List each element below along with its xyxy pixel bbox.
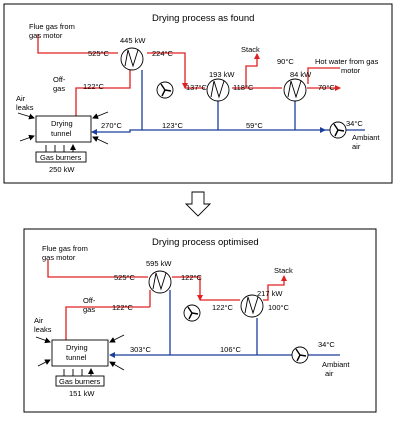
top-air-270-line	[91, 129, 142, 135]
bottom-t-122a: 122°C	[181, 273, 203, 282]
top-flue-inlet-line	[37, 34, 118, 54]
bottom-t-525: 525°C	[114, 273, 136, 282]
top-flue-label-2: gas motor	[29, 31, 63, 40]
top-burner-power: 250 kW	[49, 165, 75, 174]
bottom-offgas-line	[65, 306, 150, 340]
bottom-flue-label-2: gas motor	[42, 253, 76, 262]
top-tunnel-label-2: tunnel	[51, 129, 72, 138]
bottom-stack-label: Stack	[274, 266, 293, 275]
bottom-ambient-label-1: Ambiant	[322, 360, 350, 369]
top-hotwater-label-2: motor	[341, 66, 361, 75]
bottom-burners-label: Gas burners	[59, 377, 101, 386]
down-arrow-icon	[184, 191, 212, 217]
bottom-hx1-coil-icon	[152, 272, 167, 291]
panel-as-found: Drying process as found	[3, 3, 393, 184]
bottom-t-106: 106°C	[220, 345, 242, 354]
top-ambient-label-2: air	[352, 142, 361, 151]
top-t-270: 270°C	[101, 121, 123, 130]
bottom-title: Drying process optimised	[152, 237, 259, 248]
top-hx2-power: 193 kW	[209, 70, 235, 79]
bottom-burner-power: 151 kW	[69, 389, 95, 398]
bottom-fan-1-icon	[183, 304, 201, 322]
top-offgas-line	[75, 70, 131, 126]
top-t-34: 34°C	[346, 119, 363, 128]
top-hx3-power: 84 kW	[290, 70, 312, 79]
top-t-224: 224°C	[152, 49, 174, 58]
top-t-90: 90°C	[277, 57, 294, 66]
bottom-hx1-power: 595 kW	[146, 259, 172, 268]
top-hx2-coil-icon	[210, 80, 225, 99]
bottom-offgas-label-2: gas	[83, 305, 95, 314]
top-t-123: 123°C	[162, 121, 184, 130]
top-t-59: 59°C	[246, 121, 263, 130]
bottom-airleaks-label-2: leaks	[34, 325, 52, 334]
top-offgas-label-2: gas	[53, 84, 65, 93]
top-airleaks-label-1: Air	[16, 94, 26, 103]
bottom-flue-inlet-line	[47, 260, 148, 278]
top-burners-label: Gas burners	[40, 153, 82, 162]
bottom-offgas-label-1: Off-	[83, 296, 96, 305]
top-t-70: 70°C	[318, 83, 335, 92]
bottom-t-100: 100°C	[268, 303, 290, 312]
top-fan-2-icon	[329, 121, 347, 139]
top-hotwater-in-line	[307, 67, 340, 84]
bottom-flue-down-line	[172, 276, 203, 301]
bottom-airleaks-label-1: Air	[34, 316, 44, 325]
top-hx1-coil-icon	[124, 49, 139, 68]
top-hx1-power: 445 kW	[120, 36, 146, 45]
bottom-flue-label-1: Flue gas from	[42, 244, 88, 253]
bottom-hx2	[240, 294, 264, 318]
top-gas-burners	[35, 151, 87, 163]
bottom-hx2-coil-icon	[244, 296, 259, 315]
bottom-t-34: 34°C	[318, 340, 335, 349]
bottom-t-122c: 122°C	[212, 303, 234, 312]
bottom-hx1	[148, 270, 172, 294]
top-hotwater-label-1: Hot water from gas	[315, 57, 379, 66]
top-hx3	[283, 78, 307, 102]
top-hx3-coil-icon	[287, 80, 302, 99]
panel-optimised: Drying process optimised	[23, 228, 377, 413]
top-offgas-label-1: Off-	[53, 75, 66, 84]
bottom-t-122b: 122°C	[112, 303, 134, 312]
top-hx1	[120, 47, 144, 71]
top-stack-label: Stack	[241, 45, 260, 54]
top-flue-to-fan-line	[147, 52, 188, 89]
top-fan-1-icon	[156, 81, 174, 99]
bottom-stack-line	[263, 275, 287, 301]
top-t-137: 137°C	[186, 83, 208, 92]
top-ambient-label-1: Ambiant	[352, 133, 380, 142]
bottom-fan-2-icon	[291, 346, 309, 364]
top-t-118: 118°C	[233, 83, 254, 92]
top-title: Drying process as found	[152, 13, 254, 24]
top-stack-line	[245, 53, 260, 88]
top-tunnel-label-1: Drying	[51, 119, 73, 128]
bottom-hx2-power: 217 kW	[257, 289, 283, 298]
top-t-122: 122°C	[83, 82, 105, 91]
top-drying-tunnel	[35, 115, 92, 143]
top-hx2	[206, 78, 230, 102]
bottom-ambient-label-2: air	[325, 369, 334, 378]
top-airleaks-label-2: leaks	[16, 103, 34, 112]
bottom-tunnel-label-2: tunnel	[66, 353, 87, 362]
bottom-tunnel-label-1: Drying	[66, 343, 88, 352]
top-t-525: 525°C	[88, 49, 110, 58]
bottom-gas-burners	[55, 375, 105, 387]
bottom-drying-tunnel	[51, 339, 109, 367]
bottom-t-303: 303°C	[130, 345, 152, 354]
top-flue-label-1: Flue gas from	[29, 22, 75, 31]
